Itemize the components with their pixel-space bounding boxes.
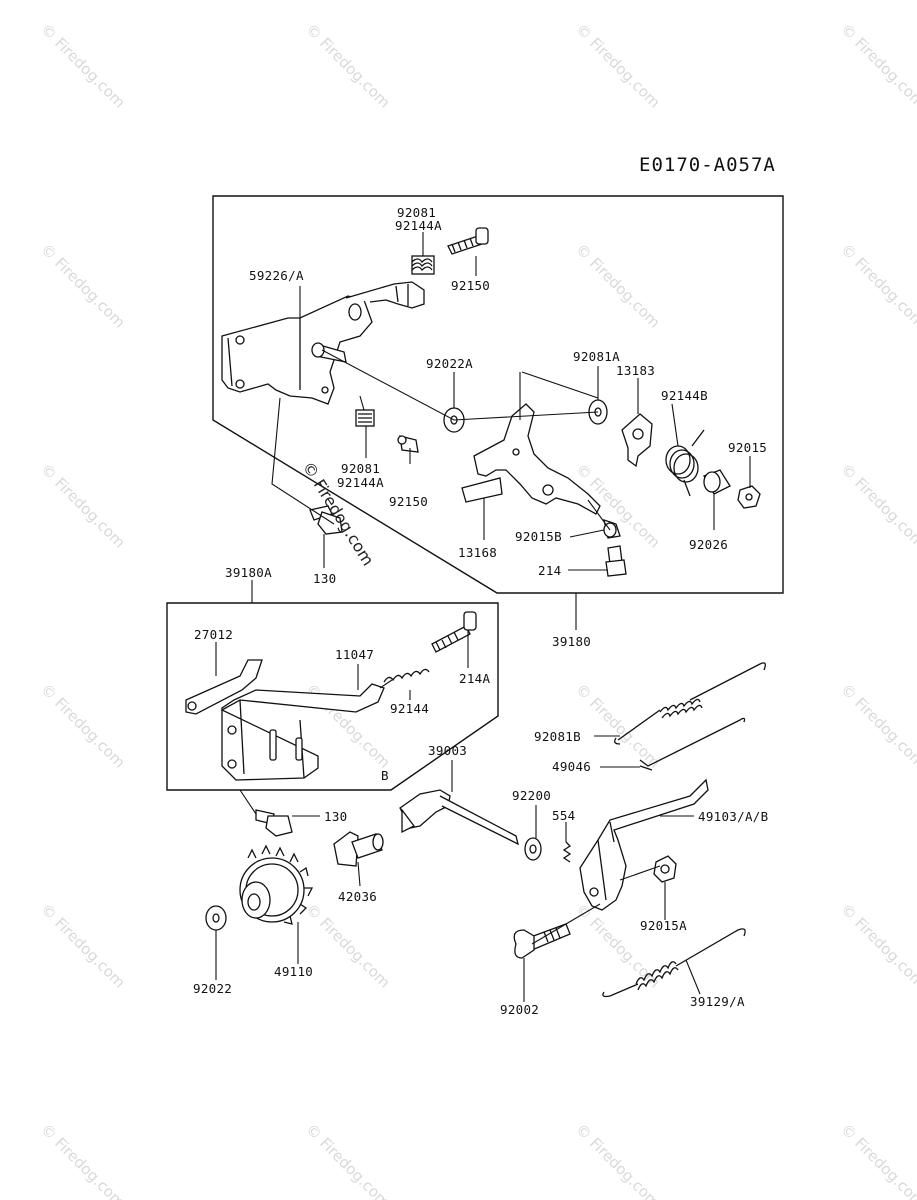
spring-92144B — [665, 429, 705, 497]
nut-92015 — [737, 485, 761, 509]
bracket-11047 — [220, 683, 385, 781]
part-label: 39180A — [225, 565, 272, 580]
part-label: 39003 — [428, 743, 467, 758]
rod-49046 — [639, 717, 746, 771]
part-label: 11047 — [335, 647, 374, 662]
collar-92026 — [703, 469, 731, 495]
watermark: © Firedog.com — [837, 1120, 917, 1200]
part-label: 92144A — [337, 475, 384, 490]
bracket-42036 — [333, 831, 384, 867]
watermark: © Firedog.com — [37, 460, 129, 552]
part-label: 92081A — [573, 349, 620, 364]
part-label: 92081 — [397, 205, 436, 220]
watermark: © Firedog.com — [37, 20, 129, 112]
part-label: 92200 — [512, 788, 551, 803]
part-label: 92015A — [640, 918, 687, 933]
spring-92081-top — [411, 255, 435, 275]
watermark: © Firedog.com — [37, 900, 129, 992]
lever-39003 — [399, 789, 519, 846]
part-label: 92026 — [689, 537, 728, 552]
part-label: 59226/A — [249, 268, 304, 283]
part-label: 554 — [552, 808, 575, 823]
watermark: © Firedog.com — [572, 20, 664, 112]
spring-92144 — [383, 668, 430, 683]
plate-27012 — [185, 659, 263, 715]
watermark: © Firedog.com — [572, 900, 664, 992]
part-label: 92015B — [515, 529, 562, 544]
watermark: © Firedog.com — [302, 900, 394, 992]
bolt-130-bottom — [255, 809, 293, 837]
bracket-59226 — [221, 281, 425, 405]
assembly-39180A-frame — [166, 602, 499, 791]
spring-92081B — [614, 662, 766, 745]
lever-13168 — [461, 403, 601, 515]
watermark: © Firedog.com — [302, 1120, 394, 1200]
watermark: © Firedog.com — [302, 20, 394, 112]
spring-92081-mid — [355, 409, 375, 427]
assembly-lines — [239, 349, 661, 945]
part-label: 92022 — [193, 981, 232, 996]
part-label: 92002 — [500, 1002, 539, 1017]
part-label: 92144 — [390, 701, 429, 716]
part-label: 39129/A — [690, 994, 745, 1009]
assembly-39180-frame — [212, 195, 784, 594]
spring-39129 — [602, 928, 746, 998]
part-label: 92144A — [395, 218, 442, 233]
part-label: 92015 — [728, 440, 767, 455]
part-label: 92081 — [341, 461, 380, 476]
nut-92015B — [603, 519, 621, 539]
watermark: © Firedog.com — [37, 240, 129, 332]
part-label: 13183 — [616, 363, 655, 378]
bolt-92150-top — [447, 227, 489, 255]
part-label: 49110 — [274, 964, 313, 979]
bolt-92002 — [513, 923, 571, 959]
part-label: 92150 — [389, 494, 428, 509]
watermark: © Firedog.com — [37, 680, 129, 772]
part-label: 49103/A/B — [698, 809, 768, 824]
screw-214 — [605, 545, 627, 577]
part-label: 13168 — [458, 545, 497, 560]
bolt-92150-mid — [397, 435, 419, 453]
part-label: B — [381, 768, 389, 783]
diagram-code: E0170-A057A — [639, 154, 776, 176]
part-label: 92150 — [451, 278, 490, 293]
watermark: © Firedog.com — [572, 240, 664, 332]
lever-49103 — [579, 778, 709, 911]
watermark: © Firedog.com — [572, 1120, 664, 1200]
part-label: 214 — [538, 563, 561, 578]
part-label: 42036 — [338, 889, 377, 904]
plate-13183 — [621, 413, 653, 468]
part-label: 92022A — [426, 356, 473, 371]
bolt-214A — [431, 611, 477, 653]
watermark: © Firedog.com — [837, 240, 917, 332]
part-label: 92081B — [534, 729, 581, 744]
part-label: 27012 — [194, 627, 233, 642]
watermark: © Firedog.com — [37, 1120, 129, 1200]
pin-554 — [562, 841, 572, 863]
watermark-grid: © Firedog.com © Firedog.com © Firedog.co… — [37, 20, 917, 1200]
watermark: © Firedog.com — [837, 460, 917, 552]
part-label: 49046 — [552, 759, 591, 774]
watermark: © Firedog.com — [837, 680, 917, 772]
gear-49110 — [239, 844, 314, 925]
watermark: © Firedog.com — [837, 900, 917, 992]
part-label: 130 — [324, 809, 347, 824]
watermark: © Firedog.com — [837, 20, 917, 112]
leader-lines — [215, 232, 751, 1002]
part-labels: 92081 92144A 92150 59226/A 92022A 92081A… — [193, 205, 768, 1017]
part-label: 214A — [459, 671, 490, 686]
part-label: 39180 — [552, 634, 591, 649]
part-label: 130 — [313, 571, 336, 586]
watermark: © Firedog.com — [572, 680, 664, 772]
part-label: 92144B — [661, 388, 708, 403]
nut-92015A — [653, 855, 677, 883]
